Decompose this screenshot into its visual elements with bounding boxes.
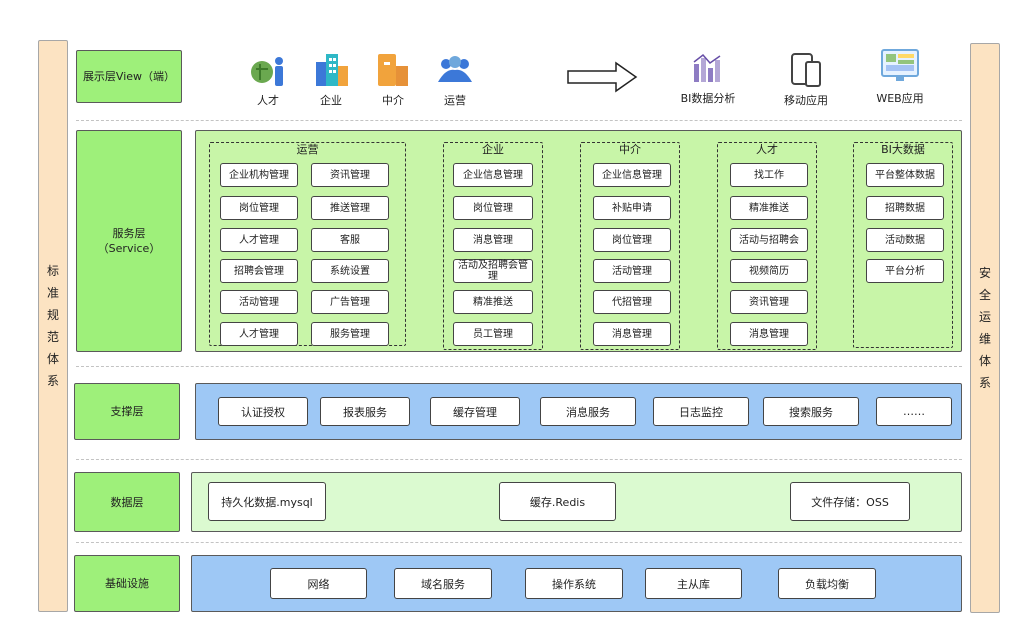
service-item: 人才管理 (220, 228, 298, 252)
service-item: 活动管理 (593, 259, 671, 283)
view-item-label: 运营 (444, 94, 466, 107)
service-item: 岗位管理 (220, 196, 298, 220)
infra-item: 主从库 (645, 568, 742, 599)
service-item: 服务管理 (311, 322, 389, 346)
service-item: 消息管理 (730, 322, 808, 346)
service-group-enterprise (443, 142, 543, 350)
service-layer-label: 服务层 （Service） (76, 130, 182, 352)
separator (76, 542, 962, 543)
service-item: 企业机构管理 (220, 163, 298, 187)
data-layer-label: 数据层 (74, 472, 180, 532)
bi-chart-icon (693, 53, 721, 82)
service-item: 活动及招聘会管理 (453, 259, 533, 283)
view-item-label: 中介 (382, 94, 404, 107)
infra-item: 域名服务 (394, 568, 492, 599)
service-item: 企业信息管理 (593, 163, 671, 187)
support-item: …… (876, 397, 952, 426)
service-item: 客服 (311, 228, 389, 252)
view-item-agency: 中介 (372, 52, 414, 112)
service-item: 精准推送 (453, 290, 533, 314)
support-layer-label: 支撑层 (74, 383, 180, 440)
talent-icon (251, 57, 283, 86)
service-item: 系统设置 (311, 259, 389, 283)
agency-icon (378, 54, 408, 86)
separator (76, 120, 962, 121)
standards-system-label: 标准规范体系 (46, 264, 59, 388)
service-item: 补贴申请 (593, 196, 671, 220)
service-group-operation (209, 142, 406, 346)
service-item: 人才管理 (220, 322, 298, 346)
support-item: 日志监控 (653, 397, 749, 426)
view-item-label: BI数据分析 (680, 92, 736, 105)
view-item-operation: 运营 (434, 52, 476, 112)
view-item-web: WEB应用 (872, 48, 928, 112)
view-item-label: 移动应用 (784, 94, 828, 107)
group-title: 企业 (482, 143, 504, 156)
service-item: 平台分析 (866, 259, 944, 283)
support-item: 认证授权 (218, 397, 308, 426)
service-item: 活动与招聘会 (730, 228, 808, 252)
data-item: 文件存储：OSS (790, 482, 910, 521)
service-item: 岗位管理 (453, 196, 533, 220)
service-group-talent (717, 142, 817, 350)
infra-layer-label: 基础设施 (74, 555, 180, 612)
view-item-label: 企业 (320, 94, 342, 107)
operation-icon (438, 56, 472, 82)
view-item-label: 人才 (257, 94, 279, 107)
service-item: 代招管理 (593, 290, 671, 314)
service-item: 招聘数据 (866, 196, 944, 220)
support-item: 搜索服务 (763, 397, 859, 426)
service-item: 资讯管理 (311, 163, 389, 187)
service-item: 消息管理 (453, 228, 533, 252)
service-item: 平台整体数据 (866, 163, 944, 187)
view-item-mobile: 移动应用 (780, 50, 832, 112)
group-title: 人才 (756, 143, 778, 156)
support-item: 报表服务 (320, 397, 410, 426)
service-item: 视频简历 (730, 259, 808, 283)
support-item: 消息服务 (540, 397, 636, 426)
service-item: 员工管理 (453, 322, 533, 346)
service-item: 精准推送 (730, 196, 808, 220)
right-arrow-icon (567, 61, 638, 93)
separator (76, 459, 962, 460)
data-item: 持久化数据.mysql (208, 482, 326, 521)
data-item: 缓存.Redis (499, 482, 616, 521)
mobile-app-icon (791, 53, 821, 87)
group-title: BI大数据 (881, 143, 925, 156)
view-item-enterprise: 企业 (310, 52, 352, 112)
security-ops-label: 安全运维体系 (978, 266, 991, 390)
view-item-bi: BI数据分析 (680, 50, 736, 112)
support-item: 缓存管理 (430, 397, 520, 426)
service-item: 找工作 (730, 163, 808, 187)
enterprise-icon (316, 54, 348, 86)
service-item: 推送管理 (311, 196, 389, 220)
infra-item: 负载均衡 (778, 568, 876, 599)
service-item: 活动数据 (866, 228, 944, 252)
group-title: 运营 (296, 143, 319, 156)
infra-item: 网络 (270, 568, 367, 599)
separator (76, 366, 962, 367)
view-item-label: WEB应用 (876, 92, 924, 105)
service-item: 招聘会管理 (220, 259, 298, 283)
view-layer-label: 展示层View（端） (76, 50, 182, 103)
web-app-icon (881, 49, 919, 81)
view-item-talent: 人才 (246, 52, 290, 112)
service-item: 消息管理 (593, 322, 671, 346)
service-item: 资讯管理 (730, 290, 808, 314)
service-item: 企业信息管理 (453, 163, 533, 187)
standards-system-column: 标准规范体系 (38, 40, 68, 612)
service-group-agency (580, 142, 680, 350)
service-group-bi (853, 142, 953, 348)
infra-item: 操作系统 (525, 568, 623, 599)
service-item: 活动管理 (220, 290, 298, 314)
security-ops-column: 安全运维体系 (970, 43, 1000, 613)
service-item: 岗位管理 (593, 228, 671, 252)
service-item: 广告管理 (311, 290, 389, 314)
group-title: 中介 (619, 143, 641, 156)
